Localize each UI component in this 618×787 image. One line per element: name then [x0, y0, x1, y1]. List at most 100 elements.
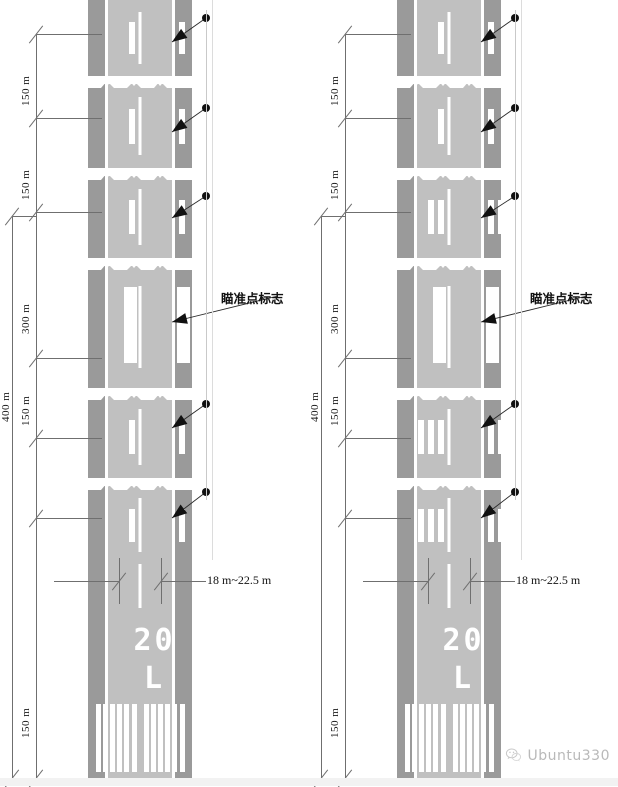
runway-pavement: [414, 176, 504, 258]
runway-edge-line-right: [172, 0, 175, 76]
runway-designation-number: 20: [133, 623, 176, 658]
tdz-stripe: [488, 509, 494, 542]
runway-edge-line-left: [414, 396, 417, 478]
runway-shoulder-left: [397, 396, 414, 478]
runway-pavement: [105, 176, 185, 258]
runway-break-symbol: [88, 168, 192, 182]
runway-segment: [88, 396, 192, 478]
aiming-point-callout-label: 瞄准点标志: [221, 291, 284, 306]
dimension-extension-line: [36, 212, 102, 213]
tdz-stripe: [418, 420, 424, 454]
dimension-label: 150 m: [329, 75, 341, 106]
runway-threshold-segment: [88, 564, 192, 786]
tdz-stripe: [428, 420, 434, 454]
threshold-marking: [95, 704, 185, 772]
dimension-label: 300 m: [20, 303, 32, 334]
runway-edge-line-left: [105, 176, 108, 258]
aiming-point-bar: [486, 287, 499, 363]
tdz-stripe: [129, 420, 135, 454]
runway-edge-line-right: [172, 396, 175, 478]
runway-segment: [397, 486, 514, 564]
runway-shoulder-left: [88, 266, 105, 388]
dimension-extension-line: [345, 212, 411, 213]
dimension-line-main: [345, 34, 346, 518]
threshold-stripe: [143, 704, 149, 772]
callout-guide-line: [206, 10, 207, 500]
dimension-label: 150 m: [329, 395, 341, 426]
threshold-stripe: [102, 704, 108, 772]
tdz-stripe: [428, 509, 434, 542]
callout-guide-line: [521, 0, 522, 560]
runway-edge-line-left: [105, 84, 108, 168]
threshold-stripe: [165, 704, 171, 772]
runway-shoulder-left: [397, 84, 414, 168]
runway-segment: [88, 176, 192, 258]
runway-edge-line-left: [105, 0, 108, 76]
aiming-point-bar: [433, 287, 446, 363]
runway-pavement: [414, 266, 499, 388]
runway-segment: [397, 0, 501, 76]
runway-width-dim-line: [54, 581, 119, 582]
dimension-line-total: [321, 216, 322, 778]
tdz-stripe: [129, 200, 135, 234]
runway-segment: [397, 266, 501, 388]
runway-centerline-dash: [138, 564, 142, 608]
dimension-line-total: [12, 216, 13, 778]
runway-break-symbol: [397, 258, 501, 272]
runway-edge-line-left: [414, 176, 417, 258]
tdz-stripe: [179, 420, 185, 454]
tdz-stripe: [438, 420, 444, 454]
runway-segment: [88, 486, 192, 564]
runway-edge-line-left: [414, 486, 417, 564]
runway-edge-line-right: [481, 564, 484, 786]
runway-edge-line-right: [481, 176, 484, 258]
dimension-label: 150 m: [20, 395, 32, 426]
runway-width-dim-line: [470, 581, 515, 582]
dimension-line-lower: [36, 518, 37, 778]
runway-edge-line-right: [172, 176, 175, 258]
tdz-stripe: [508, 509, 514, 542]
runway-pavement: [414, 396, 514, 478]
runway-segment: [88, 84, 192, 168]
runway-pavement: [105, 396, 185, 478]
dimension-extension-line: [12, 216, 36, 217]
runway-edge-line-right: [481, 486, 484, 564]
runway-break-symbol: [397, 168, 501, 182]
runway-shoulder-left: [397, 486, 414, 564]
runway-break-symbol: [397, 388, 501, 402]
threshold-stripe: [157, 704, 163, 772]
tdz-stripe: [438, 200, 444, 234]
threshold-stripe: [452, 704, 458, 772]
tdz-stripe: [179, 509, 185, 542]
runway-width-dim-line: [161, 581, 206, 582]
runway-shoulder-left: [88, 84, 105, 168]
threshold-stripe: [172, 704, 178, 772]
runway-centerline-dash: [447, 189, 451, 245]
dimension-extension-line: [321, 216, 345, 217]
threshold-stripe: [131, 704, 137, 772]
runway-edge-line-left: [414, 266, 417, 388]
runway-break-symbol: [88, 258, 192, 272]
tdz-stripe: [488, 22, 494, 54]
threshold-stripe: [117, 704, 123, 772]
runway-shoulder-right: [175, 564, 192, 786]
runway-centerline-dash: [138, 409, 142, 465]
threshold-stripe: [179, 704, 185, 772]
threshold-stripe: [488, 704, 494, 772]
tdz-stripe: [129, 22, 135, 54]
aiming-point-callout-label: 瞄准点标志: [530, 291, 593, 306]
runway-segment: [88, 0, 192, 76]
dimension-extension-line: [345, 118, 411, 119]
runway-segment: [88, 266, 192, 388]
runway-designation-letter: L: [143, 661, 166, 696]
aiming-point-bar: [177, 287, 190, 363]
watermark-label: Ubuntu330: [527, 747, 610, 764]
aiming-point-bar: [124, 287, 137, 363]
runway-edge-line-left: [414, 564, 417, 786]
runway-centerline-dash: [447, 286, 451, 368]
runway-centerline-dash: [138, 12, 142, 64]
runway-pavement: [105, 266, 190, 388]
runway-width-label: 18 m~22.5 m: [516, 573, 581, 587]
dimension-label: 400 m: [0, 391, 12, 422]
